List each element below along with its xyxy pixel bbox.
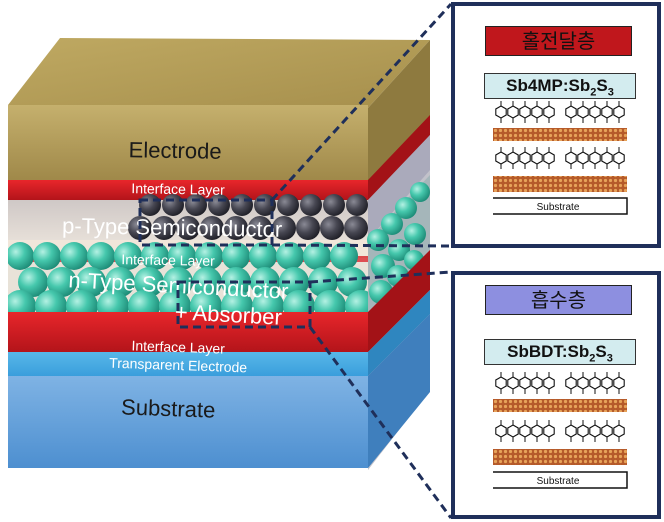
label-interface-top: Interface Layer bbox=[131, 180, 225, 198]
p-type-side bbox=[368, 135, 430, 240]
hole-transport-formula: Sb4MP:Sb2S3 bbox=[484, 73, 636, 99]
ligand-row-1 bbox=[495, 371, 625, 395]
interface-layer-bottom bbox=[8, 312, 368, 352]
formula-sub: 2 bbox=[590, 86, 597, 99]
substrate-label-bottom: Substrate bbox=[537, 476, 580, 487]
interface-top-side bbox=[368, 115, 430, 200]
label-electrode: Electrode bbox=[128, 137, 221, 164]
sb2s3-layer-2 bbox=[493, 449, 627, 465]
sb2s3-layer-2 bbox=[493, 176, 627, 192]
leader-lines bbox=[270, 2, 453, 519]
sb2s3-layer-1 bbox=[493, 128, 627, 141]
label-interface-middle: Interface Layer bbox=[121, 251, 215, 269]
formula-mid: S bbox=[595, 342, 607, 361]
label-n-type-line2: + Absorber bbox=[174, 299, 282, 330]
label-p-type: p-Type Semiconductor bbox=[62, 213, 283, 242]
transparent-electrode-side bbox=[368, 290, 430, 376]
zoom-box-hole-layer bbox=[138, 198, 274, 247]
formula-sub: 3 bbox=[607, 86, 614, 99]
label-interface-bottom: Interface Layer bbox=[131, 337, 225, 356]
hole-transport-title: 홀전달층 bbox=[485, 26, 632, 56]
formula-main: Sb4MP:Sb bbox=[506, 76, 591, 95]
zoom-box-absorber-layer bbox=[176, 280, 312, 329]
formula-sub: 2 bbox=[589, 352, 596, 365]
formula-mid: S bbox=[596, 76, 608, 95]
substrate-front bbox=[8, 376, 368, 468]
sb2s3-layer-1 bbox=[493, 399, 627, 412]
label-substrate: Substrate bbox=[121, 394, 216, 422]
absorber-panel: 흡수층 SbBDT:Sb2S3 Substrate bbox=[451, 271, 661, 519]
substrate-side bbox=[368, 314, 430, 468]
molecular-stack-bottom: Substrate bbox=[493, 371, 628, 489]
electrode-top-face bbox=[8, 38, 430, 108]
molecular-stack-top: Substrate bbox=[493, 100, 628, 215]
substrate-box-top bbox=[493, 197, 628, 215]
ligand-row-1 bbox=[495, 100, 625, 124]
absorber-formula: SbBDT:Sb2S3 bbox=[484, 339, 636, 365]
absorber-title: 흡수층 bbox=[485, 285, 632, 315]
transparent-electrode bbox=[8, 352, 368, 376]
label-transparent-electrode: Transparent Electrode bbox=[109, 355, 248, 376]
ligand-row-2 bbox=[495, 419, 625, 443]
substrate-box-bottom bbox=[493, 471, 628, 489]
electrode-side-face bbox=[368, 40, 430, 185]
substrate-label-top: Substrate bbox=[537, 202, 580, 213]
hole-transport-panel: 홀전달층 Sb4MP:Sb2S3 Substrate bbox=[451, 2, 661, 248]
formula-sub: 3 bbox=[606, 352, 613, 365]
formula-main: SbBDT:Sb bbox=[507, 342, 590, 361]
ligand-row-2 bbox=[495, 146, 625, 170]
electrode-front-face bbox=[8, 105, 368, 185]
